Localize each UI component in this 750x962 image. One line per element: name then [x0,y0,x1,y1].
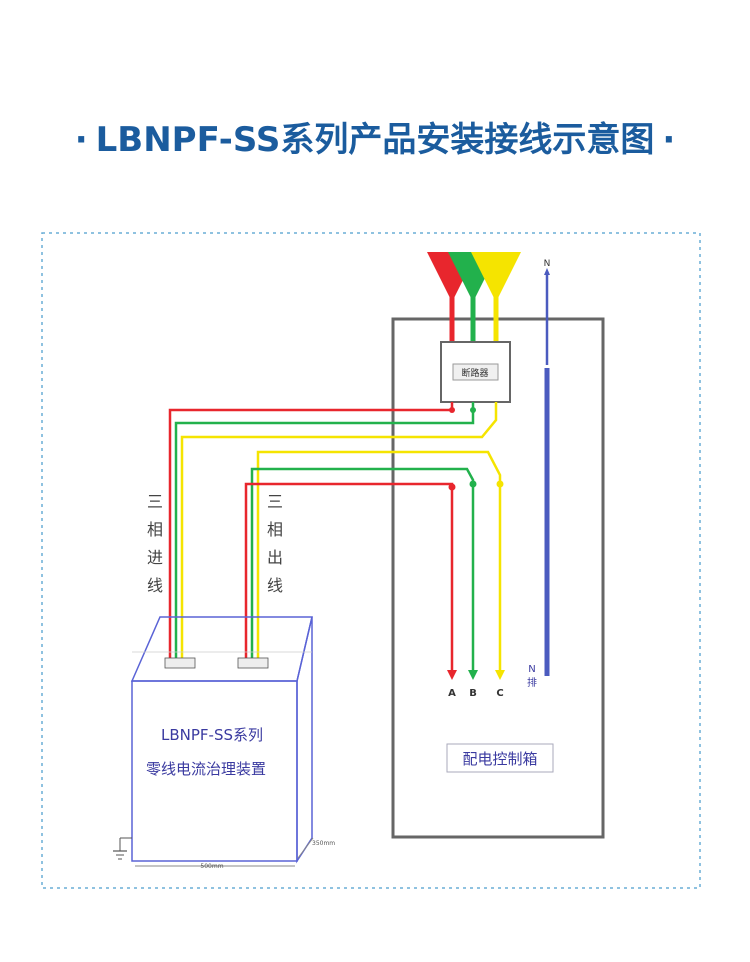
bottom-arrow-a [447,670,457,680]
breaker-label: 断路器 [461,367,488,379]
depth-dimension-line [297,837,314,859]
outgoing-label-1: 三 [267,492,283,511]
device-name-line2: 零线电流治理装置 [146,760,266,778]
depth-dimension-label: 350mm [312,840,335,847]
bottom-label-a: A [448,688,456,699]
governance-device [130,616,313,864]
outgoing-wire-a [244,482,454,676]
incoming-wire-c [180,402,498,665]
page-title: ·LBNPF-SS系列产品安装接线示意图· [0,112,750,161]
neutral-bar-label-n: N [528,664,535,675]
incoming-label-2: 相 [147,520,163,539]
top-label-c: C [493,259,499,269]
incoming-wire-b [174,402,475,665]
top-label-b: B [470,259,476,269]
neutral-bar-label-row: 排 [527,676,537,689]
bottom-label-b: B [469,688,477,699]
outgoing-label-4: 线 [267,576,283,595]
outgoing-wire-b [250,467,475,676]
incoming-wire-a [168,402,454,665]
width-dimension-label: 500mm [200,863,223,870]
title-bullet-left: · [74,120,88,160]
bottom-arrow-c [495,670,505,680]
outgoing-label-3: 出 [267,548,283,567]
cabinet-label-box [446,743,554,773]
incoming-label-3: 进 [147,548,163,567]
device-name-line1: LBNPF-SS系列 [161,726,263,744]
outgoing-wire-c [256,450,502,676]
bottom-arrow-b [468,670,478,680]
diagram-frame [41,232,701,889]
cabinet-label: 配电控制箱 [462,750,537,768]
top-label-a: A [449,259,456,269]
title-text: LBNPF-SS系列产品安装接线示意图 [95,120,655,160]
title-bullet-right: · [662,120,676,160]
incoming-label-1: 三 [147,492,163,511]
top-label-n: N [544,259,551,269]
bottom-label-c: C [496,688,503,699]
outgoing-label-2: 相 [267,520,283,539]
incoming-label-4: 线 [147,576,163,595]
ground-icon [113,837,132,860]
